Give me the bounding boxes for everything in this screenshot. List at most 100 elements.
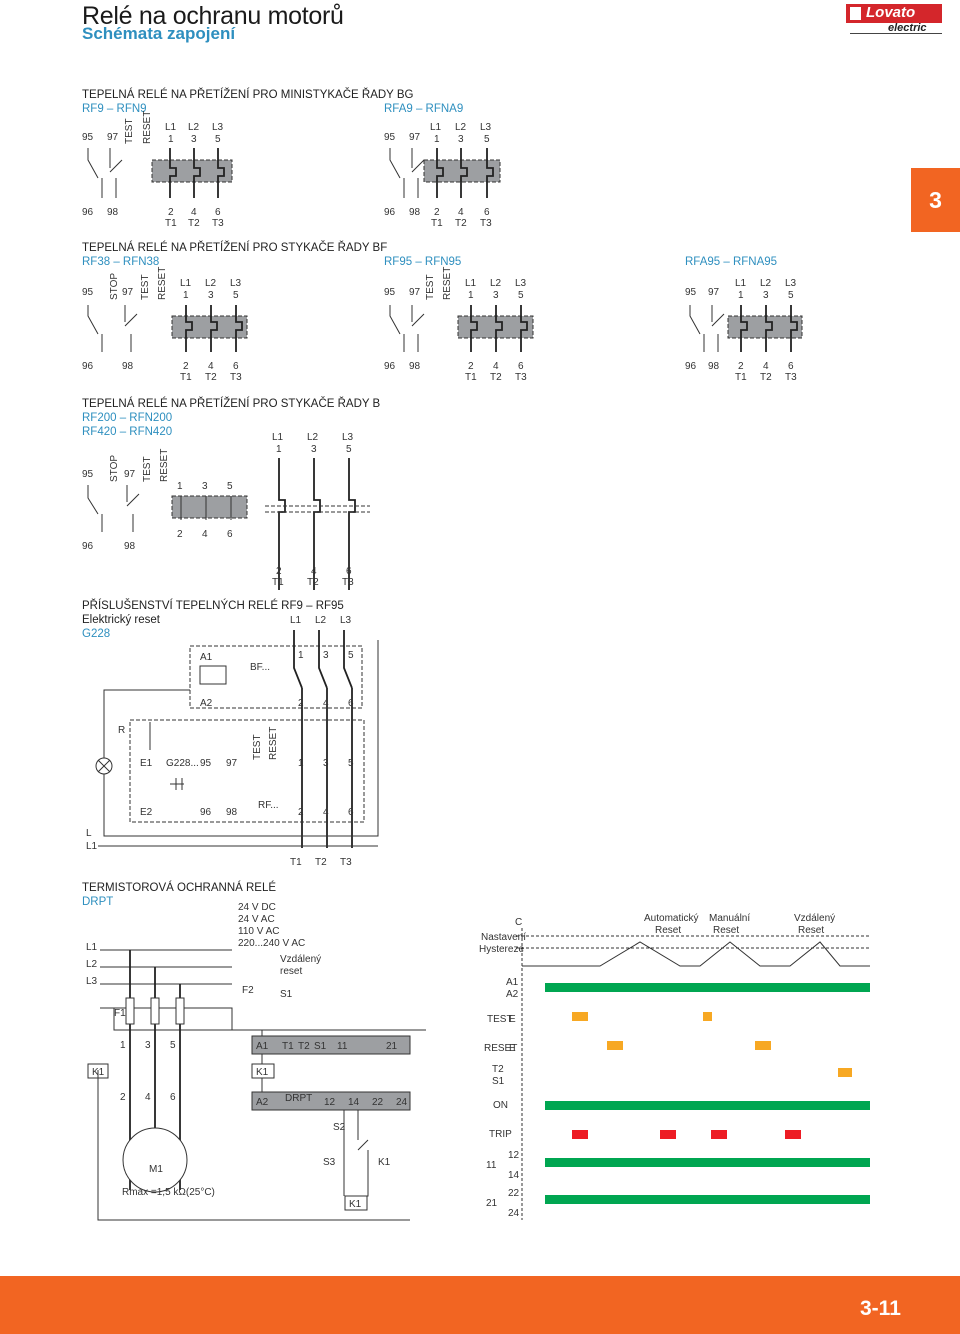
lbl-T1: T1 <box>165 218 177 229</box>
lbl-A2: A2 <box>506 989 519 1000</box>
lbl-A1: A1 <box>256 1041 269 1052</box>
lbl-97: 97 <box>122 287 134 298</box>
lbl-11: 11 <box>486 1160 497 1171</box>
lbl-manual-reset: Reset <box>713 925 739 936</box>
lbl-T2: T2 <box>188 218 200 229</box>
lbl-T3: T3 <box>515 372 527 383</box>
lbl-95: 95 <box>200 758 212 769</box>
lbl-24: 24 <box>508 1208 520 1219</box>
lbl-T3: T3 <box>480 218 492 229</box>
lbl-98: 98 <box>409 207 421 218</box>
lbl-5: 5 <box>215 134 221 145</box>
lbl-M1: M1 <box>149 1164 163 1175</box>
s1-title: TEPELNÁ RELÉ NA PŘETÍŽENÍ PRO MINISTYKAČ… <box>82 88 414 101</box>
lbl-3: 3 <box>323 650 329 661</box>
g228-diagram: L1 L2 L3 A1 BF... A2 1 3 5 2 4 6 R E1 G2… <box>86 615 379 868</box>
lbl-test: TEST <box>140 274 151 300</box>
lbl-reset: RESET <box>157 267 168 300</box>
lbl-A1: A1 <box>200 652 213 663</box>
lbl-96: 96 <box>200 807 212 818</box>
lbl-97: 97 <box>708 287 720 298</box>
lbl-test: TEST <box>124 118 135 144</box>
lbl-on: ON <box>493 1100 508 1111</box>
lbl-12: 12 <box>508 1150 520 1161</box>
lbl-6: 6 <box>518 361 524 372</box>
lbl-L2: L2 <box>188 122 200 133</box>
lbl-1: 1 <box>120 1040 126 1051</box>
s2-model-a: RF38 – RFN38 <box>82 256 159 268</box>
s4-title: PŘÍSLUŠENSTVÍ TEPELNÝCH RELÉ RF9 – RF95 <box>82 599 344 612</box>
lbl-S1: S1 <box>314 1041 327 1052</box>
lbl-11: 11 <box>337 1041 348 1052</box>
lbl-3: 3 <box>493 290 499 301</box>
lbl-manual: Manuální <box>709 913 750 924</box>
lbl-E: E <box>509 1043 516 1054</box>
lbl-T1: T1 <box>735 372 747 383</box>
lbl-6: 6 <box>346 566 352 577</box>
lbl-g228: G228... <box>166 758 199 769</box>
lbl-96: 96 <box>384 361 396 372</box>
lbl-v4: 220...240 V AC <box>238 938 305 949</box>
page-number: 3-11 <box>860 1297 901 1320</box>
lbl-2: 2 <box>738 361 744 372</box>
lbl-6: 6 <box>348 807 354 818</box>
lbl-T3: T3 <box>230 372 242 383</box>
lbl-L2: L2 <box>760 278 772 289</box>
lbl-L1: L1 <box>465 278 477 289</box>
lbl-6: 6 <box>233 361 239 372</box>
lbl-2: 2 <box>298 698 304 709</box>
lbl-L1: L1 <box>430 122 442 133</box>
lbl-T2: T2 <box>492 1064 504 1075</box>
lbl-T2: T2 <box>205 372 217 383</box>
lbl-97: 97 <box>107 132 119 143</box>
lbl-stop: STOP <box>109 273 120 300</box>
lbl-98: 98 <box>226 807 238 818</box>
lbl-T1: T1 <box>431 218 443 229</box>
lbl-E: E <box>509 1014 516 1025</box>
lbl-95: 95 <box>384 287 396 298</box>
lbl-L1: L1 <box>735 278 747 289</box>
rfa9-diagram: 95 97 L1 L2 L3 1 3 5 96 98 2 4 6 T1 T2 T… <box>384 122 501 229</box>
lbl-L1: L1 <box>165 122 177 133</box>
lbl-hystereze: Hystereze <box>479 944 524 955</box>
lbl-4: 4 <box>458 207 464 218</box>
lbl-3: 3 <box>763 290 769 301</box>
lbl-98: 98 <box>708 361 720 372</box>
s3-model-b: RF420 – RFN420 <box>82 426 172 438</box>
lbl-14: 14 <box>348 1097 360 1108</box>
lbl-6: 6 <box>215 207 221 218</box>
lbl-3: 3 <box>202 481 208 492</box>
lbl-3: 3 <box>311 444 317 455</box>
s2-model-c: RFA95 – RFNA95 <box>685 256 777 268</box>
lbl-L3: L3 <box>212 122 224 133</box>
lbl-24: 24 <box>396 1097 408 1108</box>
s3-model-a: RF200 – RFN200 <box>82 412 172 424</box>
lbl-5: 5 <box>348 650 354 661</box>
lbl-auto: Automatický <box>644 913 698 924</box>
lbl-T2: T2 <box>455 218 467 229</box>
lbl-L2: L2 <box>205 278 217 289</box>
lbl-3: 3 <box>191 134 197 145</box>
lbl-4: 4 <box>202 529 208 540</box>
lbl-R: R <box>118 725 125 736</box>
lbl-3: 3 <box>208 290 214 301</box>
lbl-T3: T3 <box>340 857 352 868</box>
lbl-5: 5 <box>484 134 490 145</box>
lbl-T2: T2 <box>298 1041 310 1052</box>
rfa95-diagram: 95 97 L1 L2 L3 1 3 5 96 98 2 4 6 T1 T2 T… <box>685 278 803 383</box>
lbl-95: 95 <box>82 132 94 143</box>
lbl-reset: RESET <box>442 267 453 300</box>
lbl-4: 4 <box>145 1092 151 1103</box>
lbl-remote2: Vzdálený <box>794 913 835 924</box>
lbl-L1: L1 <box>180 278 192 289</box>
lbl-L3: L3 <box>86 976 98 987</box>
drpt-wiring: L1 L2 L3 F1 1 3 5 K1 2 4 6 M1 Rmax =1,5 … <box>86 902 426 1221</box>
s4-code: G228 <box>82 628 110 640</box>
rf95-diagram: 95 97 TEST RESET L1 L2 L3 1 3 5 96 98 2 … <box>384 267 534 383</box>
lbl-1: 1 <box>168 134 174 145</box>
lbl-6: 6 <box>170 1092 176 1103</box>
lbl-L: L <box>86 828 92 839</box>
lbl-5: 5 <box>233 290 239 301</box>
lbl-T1: T1 <box>465 372 477 383</box>
lbl-95: 95 <box>685 287 697 298</box>
